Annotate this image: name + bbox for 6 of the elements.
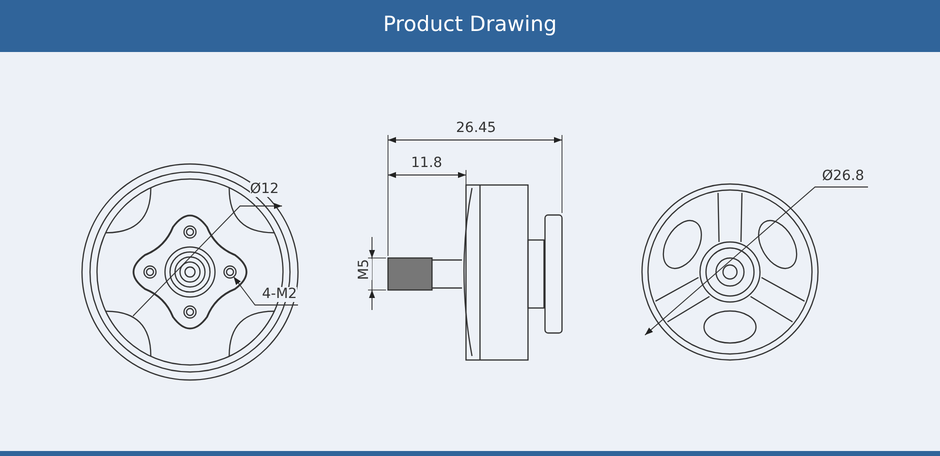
dimension-label: Ø12 [250,182,279,197]
callout-label: 4-M2 [262,287,297,302]
dimension-label: M5 [357,259,372,280]
mounting-hole [223,265,237,279]
leader-line [233,276,262,306]
title: Product Drawing [382,12,558,36]
